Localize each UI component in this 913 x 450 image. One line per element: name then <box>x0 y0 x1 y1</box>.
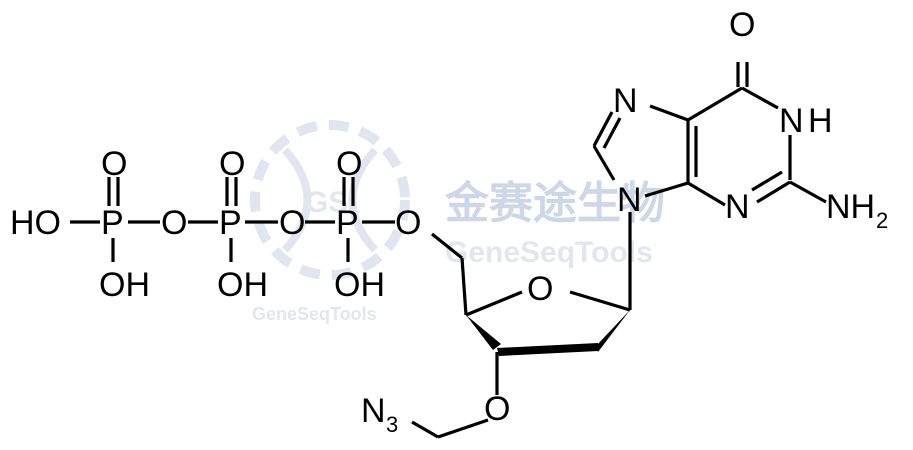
watermark-logo-text: GS <box>305 186 348 219</box>
watermark-chinese: 金赛途生物 <box>444 178 665 229</box>
watermark: GS 金赛途生物 GeneSeqTools GeneSeqTools <box>250 120 665 324</box>
bold-bond-c4p-c3p <box>466 315 501 350</box>
bond-ch2-n3 <box>411 420 439 439</box>
bonds <box>70 62 827 439</box>
atom-azide-subscript: 3 <box>386 412 398 437</box>
atom-ho-terminal: HO <box>10 204 61 242</box>
atom-p-alpha: P <box>336 204 359 242</box>
atom-o5p: O <box>395 204 421 242</box>
atom-o-carbonyl: O <box>729 6 755 44</box>
bond-c8-n9 <box>592 145 616 181</box>
atom-n7: N <box>613 82 638 120</box>
bond-c5-n7 <box>649 104 689 122</box>
atom-oh-alpha: OH <box>334 266 385 304</box>
atom-n3: N <box>725 188 750 226</box>
atom-o-bridge-bg: O <box>161 204 187 242</box>
bond-c4p-c5p <box>460 257 468 316</box>
bond-o4p-c4p <box>465 290 523 317</box>
bold-bond-c2p-c3p <box>497 343 598 356</box>
atom-o-gamma-top: O <box>101 145 127 183</box>
atom-o-ring: O <box>527 270 553 308</box>
atom-nh2-subscript: 2 <box>876 208 888 233</box>
atom-nh2: NH <box>826 188 875 226</box>
atom-oh-gamma: OH <box>99 266 150 304</box>
bond-c5p-o5p <box>431 232 463 260</box>
bond-n3-c4 <box>687 181 726 207</box>
atom-o3p: O <box>484 390 510 428</box>
bond-n9-c4 <box>644 181 689 198</box>
watermark-english-small: GeneSeqTools <box>252 304 377 324</box>
atom-h-n1: H <box>808 102 833 140</box>
atom-o-bridge-ab: O <box>279 204 305 242</box>
atom-p-gamma: P <box>101 204 124 242</box>
atom-o-beta-top: O <box>219 145 245 183</box>
bond-c6-n1 <box>741 86 779 110</box>
atom-azide-n: N <box>361 392 386 430</box>
bond-c2-n3-a <box>756 180 791 204</box>
bond-c1p-o4p <box>569 290 631 312</box>
bond-n7-c8 <box>592 111 614 147</box>
bond-c2-nh2 <box>789 180 827 204</box>
bond-c6-c5 <box>687 86 743 122</box>
bond-c2-n3-b <box>751 170 783 192</box>
watermark-english: GeneSeqTools <box>445 236 653 269</box>
atom-n9: N <box>617 181 642 219</box>
bond-o3p-ch2 <box>437 418 489 439</box>
atom-n1: N <box>779 102 804 140</box>
stereo-bonds <box>466 310 630 356</box>
atom-o-alpha-top: O <box>336 145 362 183</box>
atom-p-beta: P <box>219 204 242 242</box>
atom-oh-beta: OH <box>217 266 268 304</box>
bond-n7-c8-inner <box>602 117 622 149</box>
wedge-c1p-c2p <box>596 310 630 352</box>
atom-labels: O N H N N N NH 2 O O O N 3 P P P O O O O… <box>10 6 888 437</box>
